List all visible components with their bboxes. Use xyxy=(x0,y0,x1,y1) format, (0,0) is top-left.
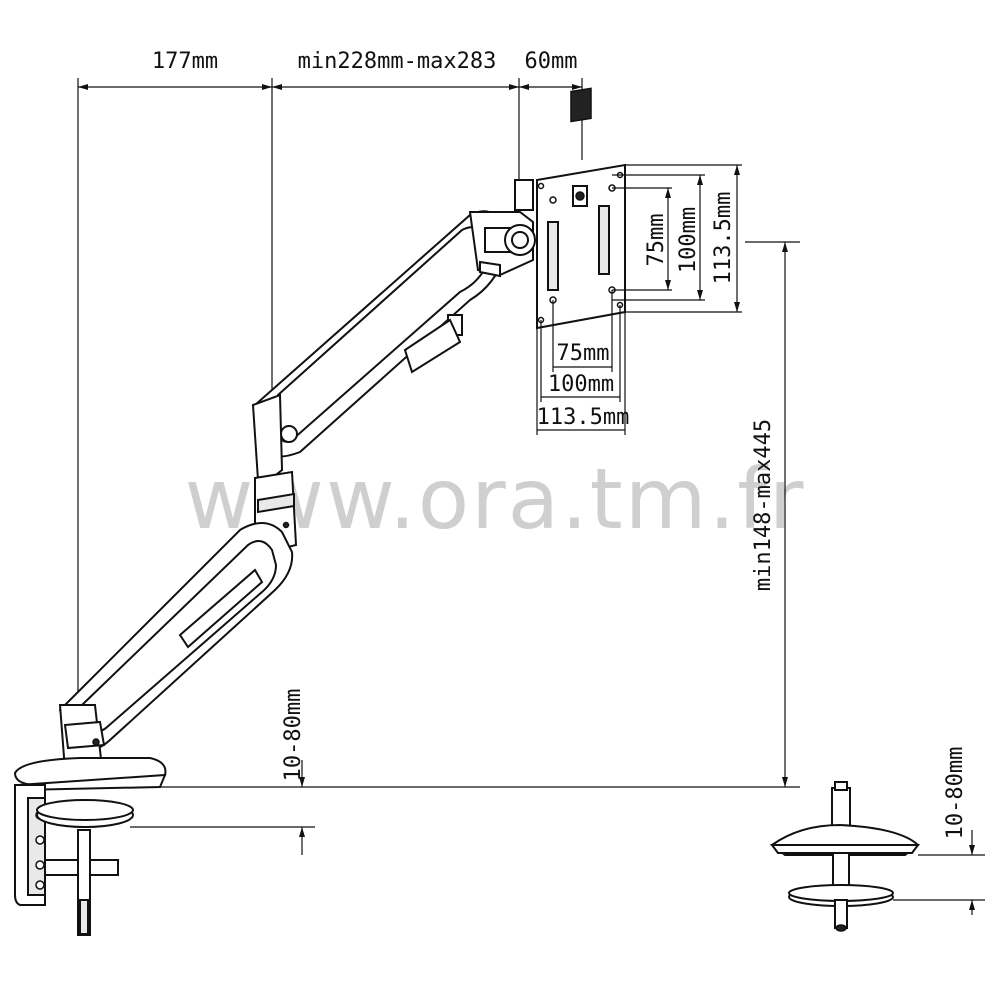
vesa-plate xyxy=(536,87,626,330)
dim-clamp-thickness-left: 10-80mm xyxy=(281,689,306,782)
left-clamp-dimension-lines xyxy=(130,760,315,855)
dim-vesa-h-75: 75mm xyxy=(557,341,610,366)
dim-vesa-h-100: 100mm xyxy=(548,372,614,397)
dim-clamp-thickness-right: 10-80mm xyxy=(943,747,968,840)
right-clamp-dimension-lines xyxy=(893,830,985,915)
dim-vesa-v-113: 113.5mm xyxy=(711,192,736,285)
top-dimension-lines xyxy=(77,78,583,700)
dim-top-arm-extension: min228mm-max283 xyxy=(298,49,497,74)
lower-arm xyxy=(58,522,294,752)
base-column xyxy=(58,704,106,772)
dim-top-plate-offset: 60mm xyxy=(525,49,578,74)
vesa-horizontal-dimension-lines xyxy=(536,290,626,435)
height-dimension-lines xyxy=(95,241,800,788)
dim-top-arm-reach: 177mm xyxy=(152,49,218,74)
upper-arm xyxy=(253,210,507,458)
dim-vesa-v-75: 75mm xyxy=(644,214,669,267)
dim-vesa-h-113: 113.5mm xyxy=(537,405,630,430)
right-desk-clamp xyxy=(770,781,920,932)
dim-vesa-v-100: 100mm xyxy=(676,207,701,273)
vesa-vertical-dimension-lines xyxy=(612,164,742,313)
dim-height-range: min148-max445 xyxy=(751,419,776,591)
head-joint xyxy=(468,179,536,278)
left-desk-clamp xyxy=(13,757,167,936)
